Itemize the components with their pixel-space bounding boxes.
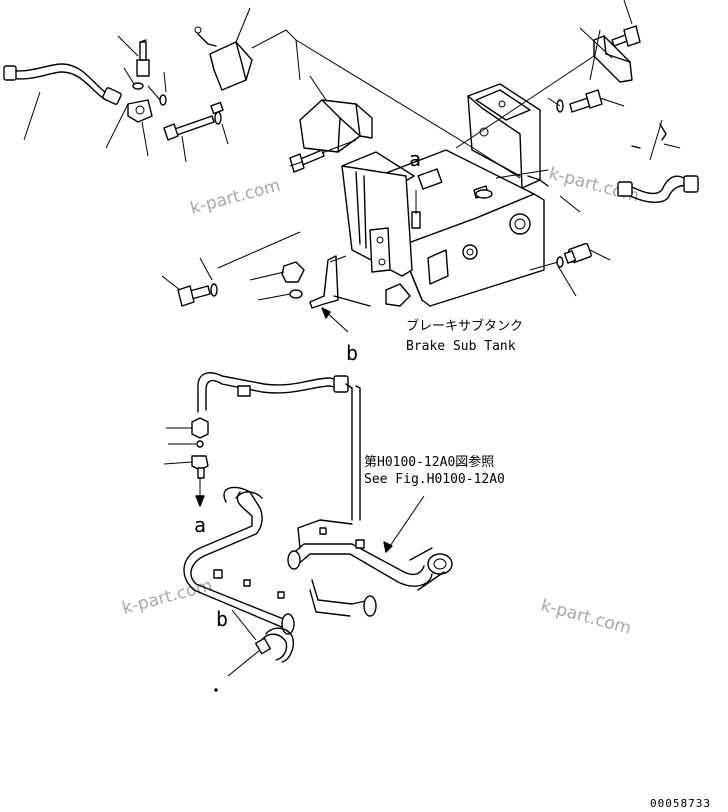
bolt [161,257,218,307]
reference-label-jp: 第H0100-12A0図参照 [364,454,494,470]
washer [132,82,144,90]
bolt [556,89,625,113]
callout-b-bottom: b [216,607,228,631]
watermark: k-part.com [188,176,283,219]
leader-lines [23,35,229,163]
pressure-switch [529,242,611,297]
harness-line [251,29,301,81]
connector-cap [194,7,253,91]
clamp-bracket [309,255,371,309]
nut [249,261,305,301]
pointer-arrow [195,495,205,507]
tank-label-en: Brake Sub Tank [406,339,516,354]
washer [159,94,167,106]
nipple-fitting [136,39,150,77]
leader-lines [589,29,601,81]
bolt [163,101,224,141]
callout-b-top: b [346,341,358,365]
leader-lines [579,27,613,59]
bolt [611,0,641,47]
fitting-stack [163,417,209,507]
pointer-arrow [321,307,331,319]
callout-a-bottom: a [194,513,206,537]
leader-lines [455,55,595,149]
brake-sub-tank [341,83,549,307]
reference-label-en: See Fig.H0100-12A0 [364,472,505,487]
pipe-assembly [183,372,453,635]
switch-cover [299,75,373,153]
leader-lines [385,495,425,553]
tank-label-jp: ブレーキサブタンク [406,318,523,334]
watermark: k-part.com [120,576,215,619]
marker-dot [214,688,218,692]
pointer-arrow [231,609,257,641]
tee-fitting [127,99,153,123]
cap-screw [289,139,357,173]
brake-hose-left [3,63,122,105]
pointer-arrow [383,541,393,553]
leader-lines [415,169,581,214]
harness-line [217,231,301,269]
brake-hose-right [617,119,699,204]
watermark: k-part.com [539,596,634,639]
hose-clamp [227,627,294,677]
callout-a-top: a [409,147,421,171]
leader-lines [547,97,561,107]
drawing-number: 00058733 [650,797,711,810]
